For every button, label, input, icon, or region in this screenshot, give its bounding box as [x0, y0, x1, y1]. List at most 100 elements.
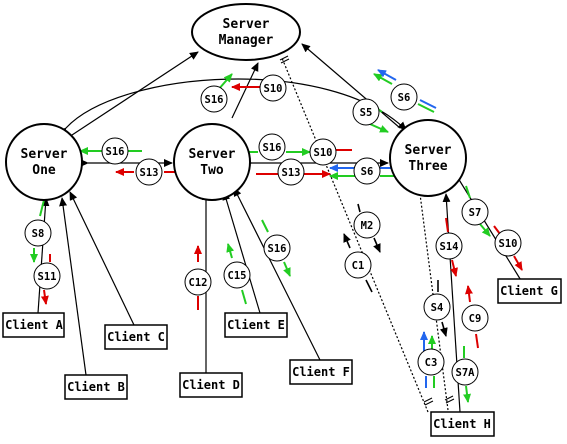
client-a: Client A: [2, 312, 65, 338]
msg-s7a: S7A: [451, 358, 479, 386]
edge-f-two: [233, 187, 321, 361]
msg-s16-a-label: S16: [205, 94, 224, 106]
client-d: Client D: [179, 372, 243, 398]
client-c-label: Client C: [107, 330, 165, 344]
arrow-s16-lower-green: [261, 219, 269, 233]
arrow-c15-green: [226, 243, 235, 259]
msg-c9-label: C9: [469, 313, 482, 325]
msg-c1: C1: [344, 251, 372, 279]
msg-s7a-label: S7A: [456, 367, 476, 379]
client-f: Client F: [289, 359, 353, 385]
msg-s11: S11: [33, 262, 61, 290]
msg-s4: S4: [423, 293, 451, 321]
msg-c3-label: C3: [425, 357, 438, 369]
client-e: Client E: [224, 312, 288, 338]
msg-c15-label: C15: [228, 270, 247, 282]
msg-s8-label: S8: [32, 228, 45, 240]
server-two: Server Two: [173, 123, 251, 201]
msg-s16-b-label: S16: [106, 146, 125, 158]
msg-c9: C9: [461, 304, 489, 332]
msg-s8: S8: [24, 219, 52, 247]
client-f-label: Client F: [292, 365, 350, 379]
client-h-label: Client H: [433, 417, 491, 431]
msg-s10-g-label: S10: [499, 238, 518, 250]
msg-s16-d-label: S16: [268, 243, 287, 255]
msg-s7-label: S7: [469, 207, 482, 219]
client-b-label: Client B: [67, 380, 125, 394]
arrow-s5-green-b: [369, 123, 389, 133]
edge-three-manager: [301, 43, 401, 129]
msg-s10-top-label: S10: [264, 83, 283, 95]
msg-s4-label: S4: [431, 302, 444, 314]
msg-s16-d: S16: [263, 234, 291, 262]
server-three: Server Three: [389, 119, 467, 197]
msg-s7: S7: [461, 198, 489, 226]
msg-s13-b: S13: [277, 158, 305, 186]
client-h: Client H: [430, 411, 495, 437]
msg-s11-label: S11: [38, 271, 57, 283]
msg-m2-label: M2: [361, 220, 374, 232]
msg-c12-label: C12: [189, 277, 208, 289]
client-e-label: Client E: [227, 318, 285, 332]
client-boxes: Client A Client B Client C Client D Clie…: [2, 278, 562, 437]
server-manager: Server Manager: [191, 3, 301, 61]
msg-s16-c-label: S16: [263, 142, 282, 154]
msg-s6-b: S6: [353, 157, 381, 185]
server-two-line1: Server: [189, 147, 236, 162]
server-one-line2: One: [32, 163, 56, 178]
client-g: Client G: [497, 278, 562, 304]
msg-c15: C15: [223, 261, 251, 289]
arrow-s7-green: [465, 185, 471, 199]
msg-s10-mid-label: S10: [314, 147, 333, 159]
edge-e-two: [222, 191, 261, 314]
server-one-line1: Server: [21, 147, 68, 162]
msg-s6-a: S6: [390, 83, 418, 111]
msg-s14-label: S14: [440, 241, 459, 253]
client-b: Client B: [64, 374, 128, 400]
client-c: Client C: [104, 324, 168, 350]
msg-m2: M2: [353, 211, 381, 239]
msg-s10-g: S10: [494, 229, 522, 257]
server-manager-line1: Server: [223, 17, 270, 32]
client-a-label: Client A: [5, 318, 64, 332]
msg-s10-mid: S10: [309, 138, 337, 166]
arrow-s14-red: [445, 217, 449, 233]
client-g-label: Client G: [500, 284, 558, 298]
arrow-s6-blue: [377, 69, 397, 81]
server-one: Server One: [5, 123, 83, 201]
msg-s10-top: S10: [259, 74, 287, 102]
msg-s14: S14: [435, 232, 463, 260]
edge-a-one: [37, 197, 50, 314]
msg-s13-a-label: S13: [140, 167, 159, 179]
arrow-c1-black: [343, 233, 351, 249]
arrow-s10g-red: [493, 225, 501, 235]
msg-c1-label: C1: [352, 260, 365, 272]
edge-one-manager: [71, 51, 199, 136]
msg-s16-c: S16: [258, 133, 286, 161]
msg-s16-b: S16: [101, 137, 129, 165]
msg-s6-a-label: S6: [398, 92, 411, 104]
edge-c-one: [69, 191, 135, 326]
server-three-line2: Three: [408, 159, 447, 174]
client-d-label: Client D: [182, 378, 240, 392]
arrow-c9-red: [465, 285, 473, 303]
msg-s5-label: S5: [360, 107, 373, 119]
colored-arrows: [30, 69, 523, 403]
arrow-s8-green: [39, 199, 45, 217]
message-bubbles: S10 S16 S5 S6 S16 S13 S16 S10 S13 S6 S8 …: [24, 74, 522, 386]
msg-c3: C3: [417, 348, 445, 376]
arrow-s6-blue-b: [419, 99, 437, 109]
msg-s6-b-label: S6: [361, 166, 374, 178]
server-three-line1: Server: [405, 143, 452, 158]
server-manager-line2: Manager: [219, 33, 274, 48]
msg-s5: S5: [352, 98, 380, 126]
edge-two-manager: [231, 62, 259, 119]
server-two-line2: Two: [200, 163, 224, 178]
arrow-s6-green-b: [417, 103, 435, 113]
hash-marks: [279, 55, 455, 406]
arrow-s6-green: [373, 73, 393, 85]
arrow-m2-black: [357, 203, 361, 213]
msg-s13-a: S13: [135, 158, 163, 186]
msg-s16-a: S16: [200, 85, 228, 113]
